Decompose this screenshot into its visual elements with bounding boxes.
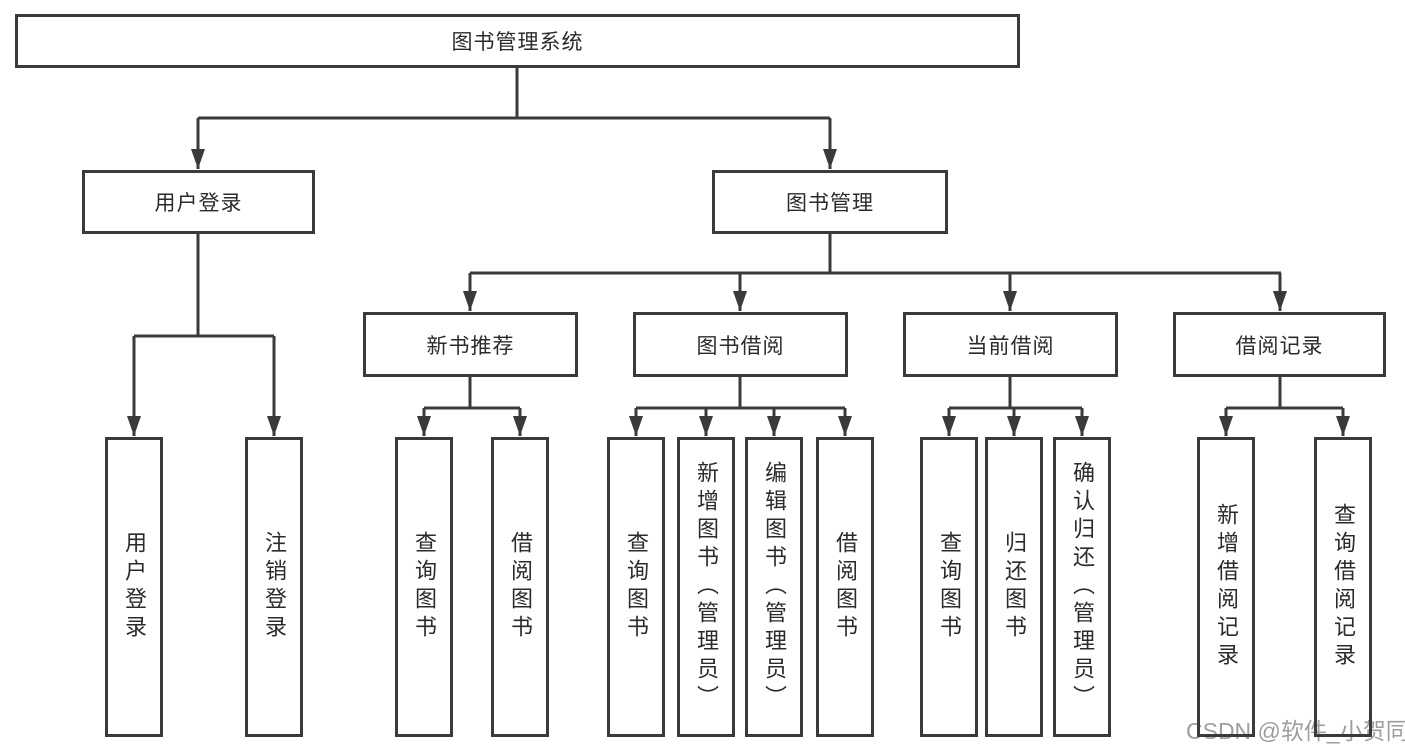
node-new-book-recommend-label: 新书推荐	[426, 334, 515, 358]
leaf-borrow-borrow-book-label: 借阅图书	[833, 531, 858, 643]
leaf-current-return-book-label: 归还图书	[1002, 531, 1027, 643]
leaf-borrow-add-book-admin-label: 新增图书（管理员）	[694, 461, 719, 713]
node-root: 图书管理系统	[15, 14, 1020, 68]
leaf-borrow-borrow-book: 借阅图书	[816, 437, 874, 737]
leaf-borrow-edit-book-admin-label: 编辑图书（管理员）	[762, 461, 787, 713]
csdn-watermark: CSDN @软件_小贺同学	[1186, 718, 1405, 744]
leaf-borrow-add-book-admin: 新增图书（管理员）	[677, 437, 735, 737]
leaf-user-login: 用户登录	[105, 437, 163, 737]
node-current-borrow-label: 当前借阅	[966, 334, 1055, 358]
leaf-logout: 注销登录	[245, 437, 303, 737]
node-book-borrow-label: 图书借阅	[696, 334, 785, 358]
leaf-records-add-record-label: 新增借阅记录	[1214, 503, 1239, 671]
leaf-recommend-query-book-label: 查询图书	[412, 531, 437, 643]
node-borrow-records: 借阅记录	[1173, 312, 1386, 377]
leaf-current-confirm-return-admin-label: 确认归还（管理员）	[1070, 461, 1095, 713]
connector-trunks	[134, 68, 1343, 410]
leaf-current-return-book: 归还图书	[985, 437, 1043, 737]
leaf-current-query-book: 查询图书	[920, 437, 978, 737]
leaf-borrow-query-book-label: 查询图书	[624, 531, 649, 643]
node-book-borrow: 图书借阅	[633, 312, 848, 377]
leaf-current-confirm-return-admin: 确认归还（管理员）	[1053, 437, 1111, 737]
leaf-logout-label: 注销登录	[262, 531, 287, 643]
leaf-recommend-query-book: 查询图书	[395, 437, 453, 737]
leaf-records-query-record: 查询借阅记录	[1314, 437, 1372, 737]
node-user-login: 用户登录	[82, 170, 315, 234]
node-root-label: 图书管理系统	[451, 31, 584, 54]
leaf-user-login-label: 用户登录	[122, 531, 147, 643]
node-user-login-label: 用户登录	[154, 192, 243, 215]
node-book-management-label: 图书管理	[786, 192, 874, 215]
leaf-recommend-borrow-book: 借阅图书	[491, 437, 549, 737]
node-borrow-records-label: 借阅记录	[1235, 334, 1324, 358]
node-new-book-recommend: 新书推荐	[363, 312, 578, 377]
leaf-current-query-book-label: 查询图书	[937, 531, 962, 643]
leaf-recommend-borrow-book-label: 借阅图书	[508, 531, 533, 643]
leaf-records-query-record-label: 查询借阅记录	[1331, 503, 1356, 671]
leaf-borrow-query-book: 查询图书	[607, 437, 665, 737]
node-book-management: 图书管理	[712, 170, 948, 234]
leaf-records-add-record: 新增借阅记录	[1197, 437, 1255, 737]
node-current-borrow: 当前借阅	[903, 312, 1118, 377]
leaf-borrow-edit-book-admin: 编辑图书（管理员）	[745, 437, 803, 737]
